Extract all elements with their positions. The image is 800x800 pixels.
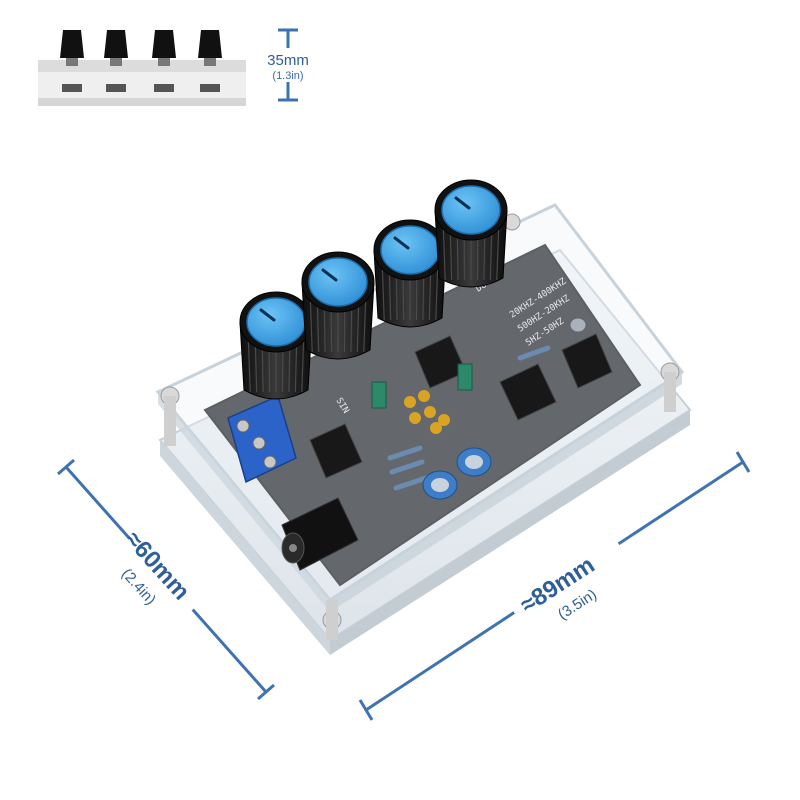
ic-chips: [309, 333, 613, 479]
ic-chip: [499, 363, 557, 421]
jumper: [457, 363, 473, 391]
side-view-top-plate: [38, 60, 246, 72]
electrolytic-capacitors: [422, 317, 587, 500]
height-label-inches: (1.3in): [272, 70, 303, 82]
ic-chip: [309, 423, 363, 479]
side-view-bottom-plate: [38, 98, 246, 106]
knob-icon: [152, 30, 176, 92]
dc-power-jack: [281, 497, 359, 571]
standoff: [664, 372, 676, 412]
knob-icon[interactable]: [301, 251, 375, 360]
knob-icon[interactable]: [434, 179, 508, 288]
knob-icon: [60, 30, 84, 92]
acrylic-top-front-edge: [330, 372, 682, 612]
potentiometer-knobs: [239, 179, 508, 400]
ic-chip: [561, 333, 613, 389]
height-bracket-icon: [278, 28, 298, 102]
knob-icon[interactable]: [373, 219, 447, 328]
jumper: [371, 381, 387, 409]
knob-icon[interactable]: [239, 291, 313, 400]
jumpers: [371, 363, 473, 409]
terminal-block: [227, 394, 297, 484]
side-view: 35mm (1.3in): [38, 28, 309, 106]
ceramic-capacitors: [404, 390, 450, 434]
signal-generator-kit: 20KHZ-400KHZ 500HZ-20KHZ 5HZ-50HZ SIN DU…: [155, 179, 692, 655]
standoff: [326, 600, 338, 640]
resistors: [387, 345, 551, 491]
height-label: 35mm: [267, 52, 309, 69]
side-view-knobs: [60, 30, 222, 92]
knob-icon: [198, 30, 222, 92]
acrylic-front-edge: [330, 410, 690, 655]
standoff: [164, 396, 176, 446]
acrylic-left-edge: [160, 440, 330, 655]
knob-icon: [104, 30, 128, 92]
